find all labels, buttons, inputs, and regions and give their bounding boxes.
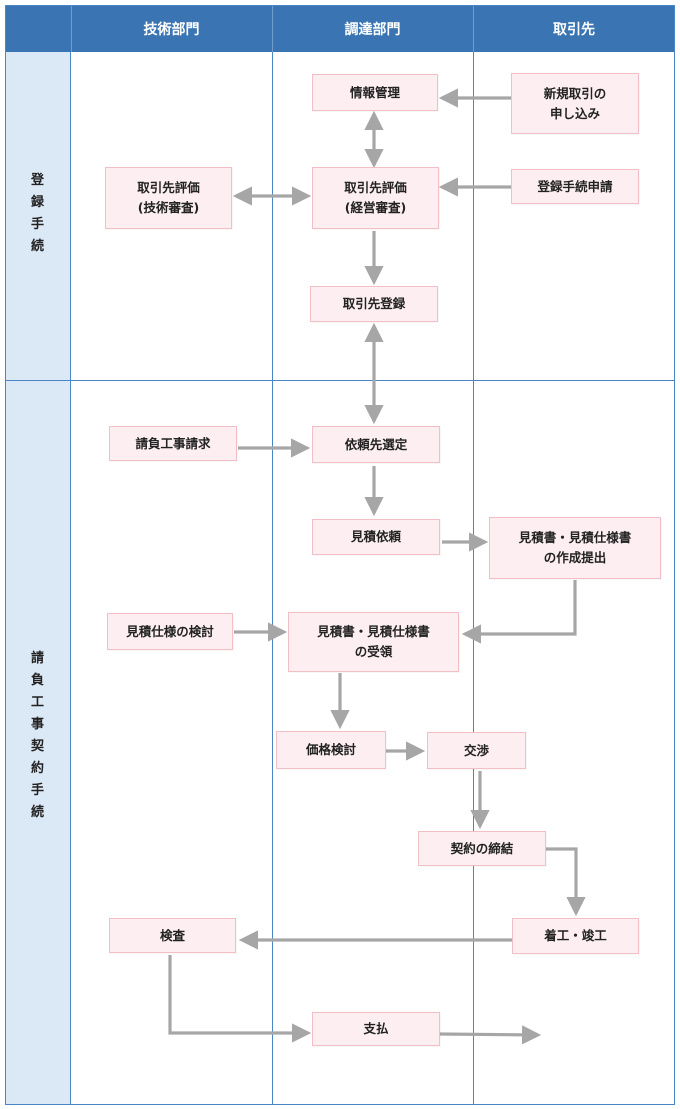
lane-label-char: 録 bbox=[30, 195, 44, 210]
arrow bbox=[461, 580, 577, 644]
box-payment: 支払 bbox=[312, 1012, 440, 1046]
header-divider bbox=[71, 5, 72, 52]
box-contract-signing: 契約の締結 bbox=[418, 831, 546, 866]
header-divider bbox=[473, 5, 474, 52]
box-supplier-registration: 取引先登録 bbox=[310, 286, 438, 322]
box-info-management: 情報管理 bbox=[312, 74, 438, 111]
box-work-request: 請負工事請求 bbox=[109, 426, 237, 461]
lane-registration: 登 録 手 続 bbox=[5, 52, 71, 380]
lane-label-char: 工 bbox=[30, 695, 44, 710]
header-procurement-dept: 調達部門 bbox=[272, 5, 473, 52]
box-quote-receipt: 見積書・見積仕様書 の受領 bbox=[288, 612, 459, 672]
box-quote-creation: 見積書・見積仕様書 の作成提出 bbox=[489, 517, 661, 579]
lane-contract: 請 負 工 事 契 約 手 続 bbox=[5, 380, 71, 1105]
column-divider bbox=[473, 52, 474, 1105]
box-inspection: 検査 bbox=[109, 918, 236, 953]
lane-registration-label: 登 録 手 続 bbox=[5, 170, 70, 258]
lane-label-char: 事 bbox=[30, 717, 44, 732]
header-tech-dept: 技術部門 bbox=[71, 5, 272, 52]
arrow bbox=[439, 1025, 542, 1045]
lane-label-char: 手 bbox=[30, 783, 44, 798]
box-spec-review: 見積仕様の検討 bbox=[107, 613, 233, 650]
lane-label-char: 手 bbox=[30, 217, 44, 232]
box-price-review: 価格検討 bbox=[276, 731, 386, 769]
lane-label-char: 続 bbox=[30, 239, 44, 254]
header-divider bbox=[272, 5, 273, 52]
lane-label-char: 負 bbox=[30, 673, 44, 688]
box-negotiation: 交渉 bbox=[427, 732, 526, 769]
header-corner bbox=[5, 5, 71, 52]
lane-label-char: 請 bbox=[30, 651, 44, 666]
lane-contract-label: 請 負 工 事 契 約 手 続 bbox=[5, 648, 70, 824]
box-new-application: 新規取引の 申し込み bbox=[511, 73, 639, 134]
arrow bbox=[546, 847, 586, 917]
header-supplier: 取引先 bbox=[473, 5, 675, 52]
box-registration-application: 登録手続申請 bbox=[511, 169, 639, 204]
arrow bbox=[168, 955, 312, 1043]
column-divider bbox=[272, 52, 273, 1105]
box-vendor-selection: 依頼先選定 bbox=[312, 426, 440, 463]
lane-label-char: 契 bbox=[30, 739, 44, 754]
lane-label-char: 登 bbox=[30, 173, 44, 188]
box-eval-tech: 取引先評価 (技術審査) bbox=[105, 167, 232, 229]
box-quote-request: 見積依頼 bbox=[312, 519, 440, 555]
box-eval-management: 取引先評価 (経営審査) bbox=[312, 167, 439, 229]
lane-label-char: 約 bbox=[30, 761, 44, 776]
lane-label-char: 続 bbox=[30, 805, 44, 820]
box-construction: 着工・竣工 bbox=[512, 918, 639, 954]
lane-divider bbox=[5, 380, 675, 381]
